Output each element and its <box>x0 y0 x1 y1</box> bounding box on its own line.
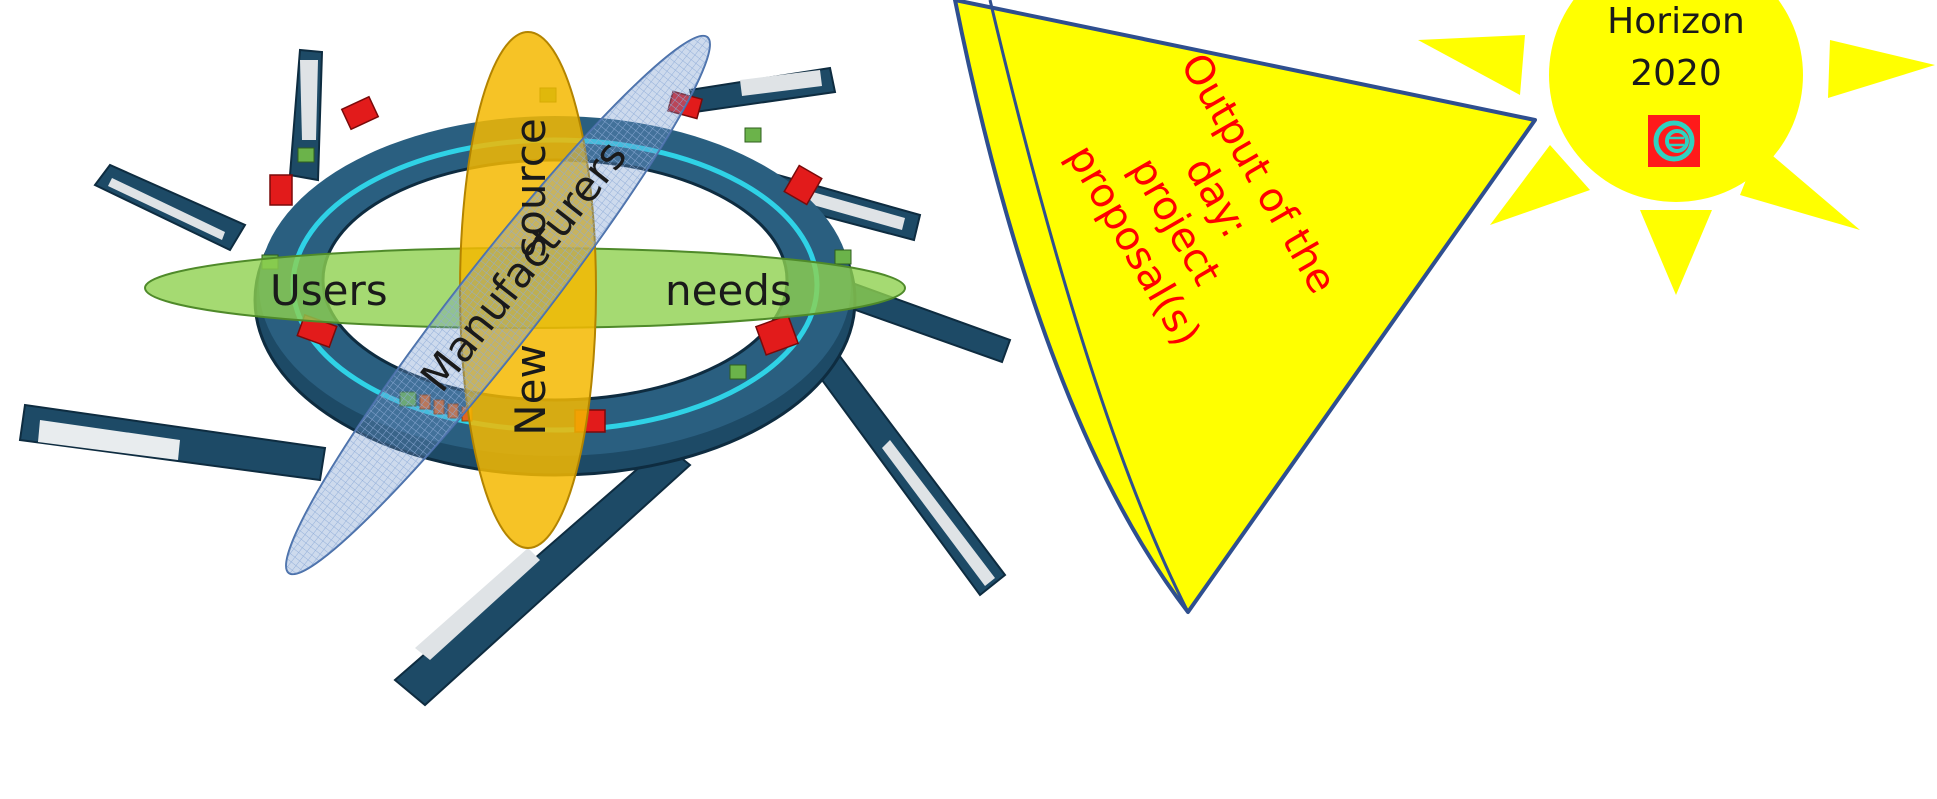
sun-disc <box>1549 0 1803 202</box>
euro-sign-icon <box>1648 115 1700 167</box>
beamlines <box>18 48 1012 707</box>
source-label: source <box>506 118 555 257</box>
new-label: New <box>506 344 555 436</box>
sun-line-2: 2020 <box>1630 53 1722 94</box>
output-triangle: Output of the day: project proposal(s) <box>953 0 1537 614</box>
users-label: Users <box>270 266 388 315</box>
needs-label: needs <box>665 266 792 315</box>
stakeholder-ellipses: Users needs Manufacturers source New <box>144 31 906 576</box>
horizon-2020-sun: Horizon 2020 <box>1418 0 1935 295</box>
ring-magnets <box>269 90 823 433</box>
sun-rays <box>1418 35 1935 295</box>
manufacturers-ellipse <box>285 34 711 576</box>
sun-line-1: Horizon <box>1607 1 1745 42</box>
